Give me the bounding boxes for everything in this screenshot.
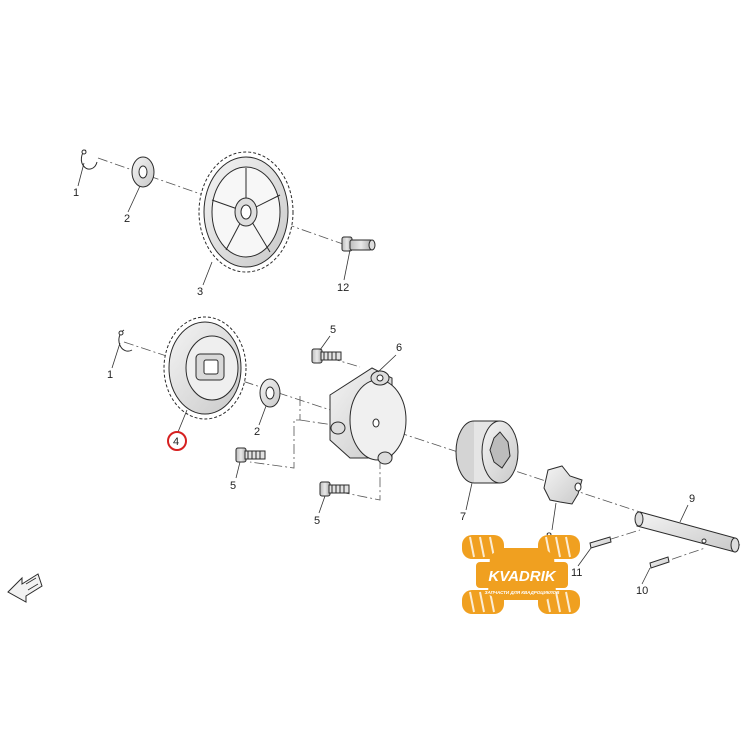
watermark-logo: KVADRIK ЗАПЧАСТИ ДЛЯ КВАДРОЦИКЛОВ — [462, 535, 580, 614]
label-part-12: 12 — [337, 282, 349, 294]
highlight-ring — [167, 431, 187, 451]
part-labels: 1 2 3 12 1 2 5 6 5 5 7 8 9 11 10 — [73, 187, 695, 597]
label-part-5-left: 5 — [230, 480, 236, 492]
pump-outer-rotor — [455, 420, 519, 484]
label-part-7: 7 — [460, 511, 466, 523]
pump-inner-rotor — [543, 465, 583, 505]
label-part-9: 9 — [689, 493, 695, 505]
thrust-washer-top — [131, 156, 155, 188]
pin-upper — [589, 536, 612, 549]
circlip-mid — [118, 329, 133, 352]
large-gear — [198, 151, 294, 273]
label-part-11: 11 — [571, 567, 582, 579]
label-part-5-bottom: 5 — [314, 515, 320, 527]
label-part-10: 10 — [636, 585, 648, 597]
pin-lower — [649, 556, 670, 569]
label-part-3: 3 — [197, 286, 203, 298]
label-part-1-top: 1 — [73, 187, 79, 199]
label-part-4: 4 — [173, 436, 179, 448]
circlip-top — [80, 149, 98, 170]
drive-gear — [163, 316, 247, 420]
bolt-left — [235, 447, 266, 463]
watermark-brand: KVADRIK — [488, 568, 556, 585]
direction-arrow-icon — [7, 573, 43, 603]
leader-lines — [77, 162, 689, 585]
label-part-2-top: 2 — [124, 213, 130, 225]
gear-stud — [341, 236, 376, 252]
label-part-5-top: 5 — [330, 324, 336, 336]
pump-shaft — [634, 511, 740, 553]
label-part-1-mid: 1 — [107, 369, 113, 381]
thrust-washer-mid — [259, 378, 281, 408]
label-part-2-mid: 2 — [254, 426, 260, 438]
watermark-tagline: ЗАПЧАСТИ ДЛЯ КВАДРОЦИКЛОВ — [485, 590, 561, 595]
oil-pump-cover — [329, 367, 407, 465]
bolt-upper — [311, 348, 342, 364]
bolt-lower — [319, 481, 350, 497]
label-part-6: 6 — [396, 342, 402, 354]
